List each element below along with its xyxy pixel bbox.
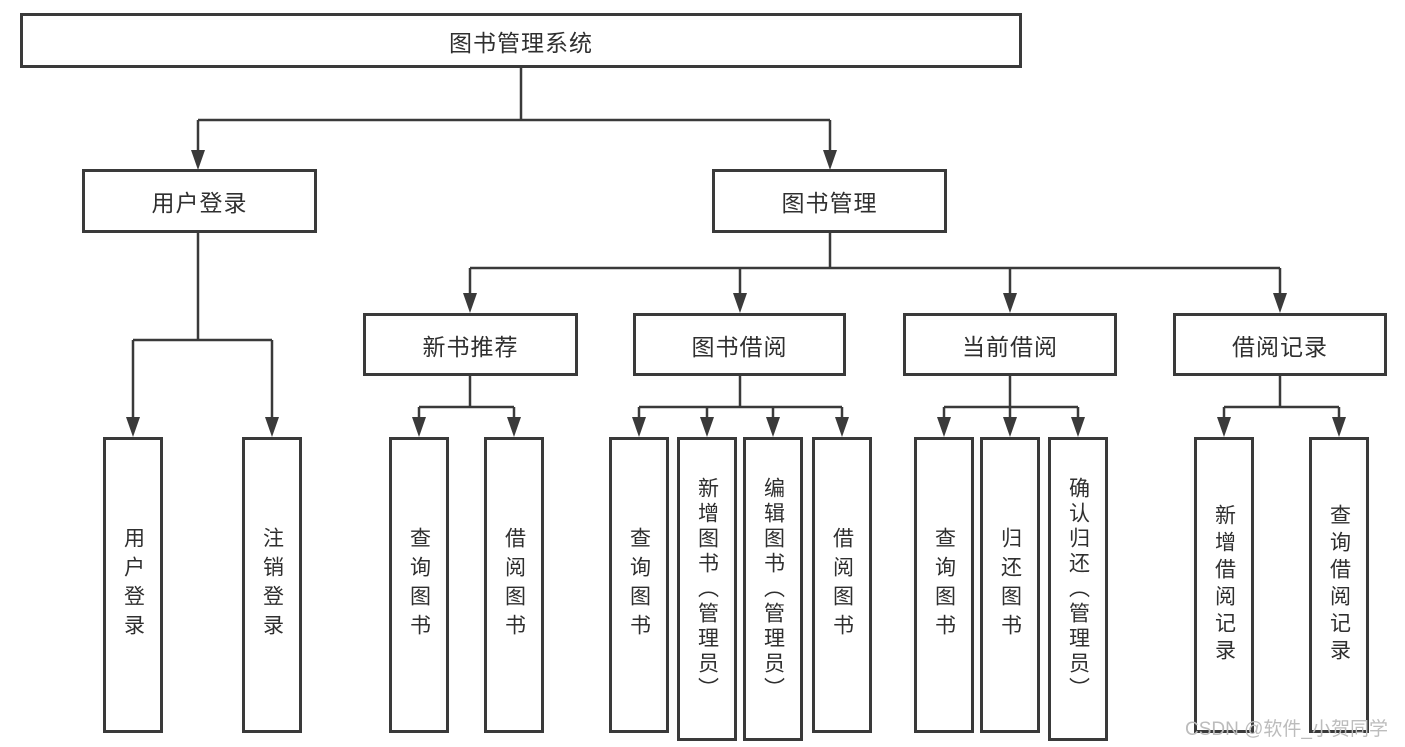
arrowheads <box>126 150 1346 437</box>
leaf-query-books-borrowing: 查询图书 <box>609 437 669 733</box>
node-new-book-recommend: 新书推荐 <box>363 313 578 376</box>
node-label: 新增图书（管理员） <box>695 476 719 702</box>
connector-records-to-leaves <box>1222 376 1341 419</box>
node-label: 图书管理 <box>781 190 878 216</box>
connector-root-to-level2 <box>196 68 832 152</box>
connector-borrow-to-leaves <box>637 376 844 419</box>
leaf-confirm-return-admin: 确认归还（管理员） <box>1048 437 1108 741</box>
node-label: 确认归还（管理员） <box>1066 476 1090 702</box>
node-borrow-records: 借阅记录 <box>1173 313 1387 376</box>
node-label: 查询图书 <box>407 527 431 643</box>
node-label: 图书管理系统 <box>449 29 593 56</box>
node-label: 借阅图书 <box>502 527 526 643</box>
node-label: 归还图书 <box>998 527 1022 643</box>
leaf-add-books-admin: 新增图书（管理员） <box>677 437 737 741</box>
leaf-logout: 注销登录 <box>242 437 302 733</box>
connector-current-to-leaves <box>942 376 1080 419</box>
leaf-return-books: 归还图书 <box>980 437 1040 733</box>
node-label: 查询借阅记录 <box>1327 504 1351 666</box>
connector-bookmgmt-to-level3 <box>468 233 1282 295</box>
connector-newbooks-to-leaves <box>417 376 516 419</box>
node-label: 借阅图书 <box>830 527 854 643</box>
node-label: 借阅记录 <box>1232 333 1328 360</box>
node-label: 用户登录 <box>121 527 145 643</box>
node-label: 当前借阅 <box>962 333 1058 360</box>
node-label: 新增借阅记录 <box>1212 504 1236 666</box>
node-label: 图书借阅 <box>691 333 788 360</box>
connector-userlogin-to-leaves <box>131 233 274 419</box>
leaf-borrow-books: 借阅图书 <box>812 437 872 733</box>
node-user-login-branch: 用户登录 <box>82 169 317 233</box>
node-label: 查询图书 <box>627 527 651 643</box>
leaf-query-books-current: 查询图书 <box>914 437 974 733</box>
node-label: 查询图书 <box>932 527 956 643</box>
node-root-system: 图书管理系统 <box>20 13 1022 68</box>
leaf-add-borrow-record: 新增借阅记录 <box>1194 437 1254 733</box>
node-label: 编辑图书（管理员） <box>761 476 785 702</box>
leaf-edit-books-admin: 编辑图书（管理员） <box>743 437 803 741</box>
node-label: 注销登录 <box>260 527 284 643</box>
node-current-borrowing: 当前借阅 <box>903 313 1117 376</box>
leaf-query-books-recommend: 查询图书 <box>389 437 449 733</box>
node-label: 新书推荐 <box>422 333 519 360</box>
leaf-user-login: 用户登录 <box>103 437 163 733</box>
node-book-management-branch: 图书管理 <box>712 169 947 233</box>
leaf-query-borrow-record: 查询借阅记录 <box>1309 437 1369 733</box>
node-book-borrowing: 图书借阅 <box>633 313 846 376</box>
leaf-borrow-books-recommend: 借阅图书 <box>484 437 544 733</box>
node-label: 用户登录 <box>151 190 248 216</box>
csdn-watermark: CSDN @软件_小贺同学 <box>1185 719 1388 740</box>
